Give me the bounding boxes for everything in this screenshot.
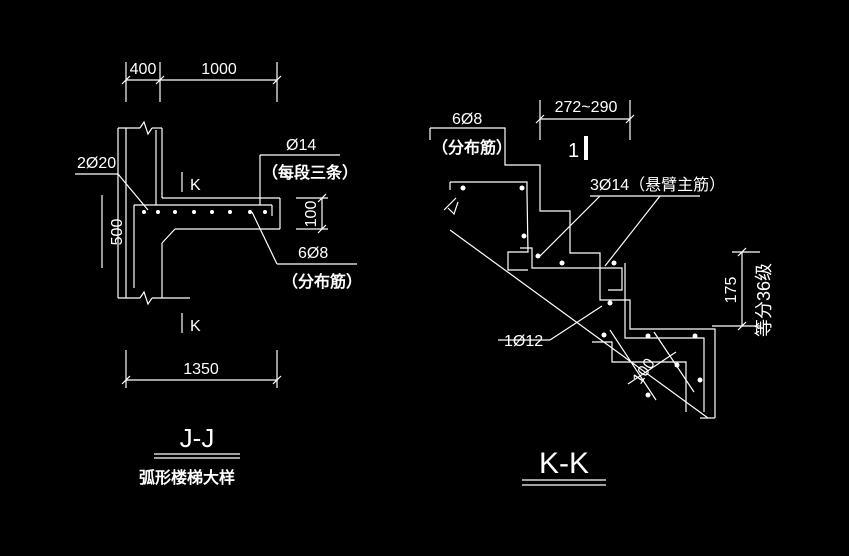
jj-rebar-phi14: Ø14 (286, 137, 316, 154)
kk-title-underline (522, 479, 606, 486)
jj-title: J-J (180, 423, 215, 453)
jj-dim-500: 500 (109, 219, 126, 246)
jj-dim-1350: 1350 (183, 361, 219, 378)
jj-dim-1000: 1000 (201, 61, 237, 78)
jj-title-underline (154, 453, 240, 459)
kk-rebar-profile (449, 181, 705, 412)
kk-tread-dimension (535, 100, 635, 140)
jj-top-dimension (121, 62, 282, 102)
kk-slope-marker-bar (584, 136, 588, 160)
kk-rebar-3phi14: 3Ø14（悬臂主筋） (590, 176, 725, 194)
kk-dim-175: 175 (723, 277, 740, 304)
kk-note-riser: 等分36级 (754, 263, 774, 337)
kk-thickness-dimension (609, 329, 695, 401)
jj-cut-mark-bottom: K (190, 318, 201, 335)
jj-dim-100: 100 (303, 201, 320, 228)
kk-stair-profile (430, 127, 716, 419)
kk-dim-tread: 272~290 (555, 99, 618, 116)
jj-slab-dimension (296, 193, 328, 234)
jj-rebar-dots (142, 210, 267, 214)
section-kk (429, 100, 760, 486)
kk-title: K-K (539, 447, 589, 480)
jj-dim-400: 400 (130, 61, 157, 78)
kk-slope-marker: 1 (568, 140, 579, 162)
jj-subtitle: 弧形楼梯大样 (139, 468, 235, 487)
section-jj (75, 62, 357, 459)
jj-texts: 400 1000 1350 500 100 2Ø20 Ø14 （每段三条） 6Ø… (77, 61, 362, 487)
jj-bottom-dimension (121, 350, 282, 388)
kk-rebar-1phi12: 1Ø12 (504, 333, 543, 350)
kk-note-distribution: （分布筋） (432, 138, 512, 157)
jj-rebar-6phi8: 6Ø8 (298, 245, 328, 262)
jj-note-distribution: （分布筋） (282, 272, 362, 291)
kk-riser-dimension (712, 247, 760, 331)
jj-cut-mark-top: K (190, 177, 201, 194)
jj-note-each-three: （每段三条） (262, 163, 358, 182)
kk-leaders (429, 128, 700, 341)
jj-leaders (75, 154, 357, 265)
jj-rebar (133, 130, 273, 288)
kk-rebar-6phi8: 6Ø8 (452, 111, 482, 128)
kk-rebar-dots (460, 185, 703, 398)
jj-rebar-2phi20: 2Ø20 (77, 155, 116, 172)
